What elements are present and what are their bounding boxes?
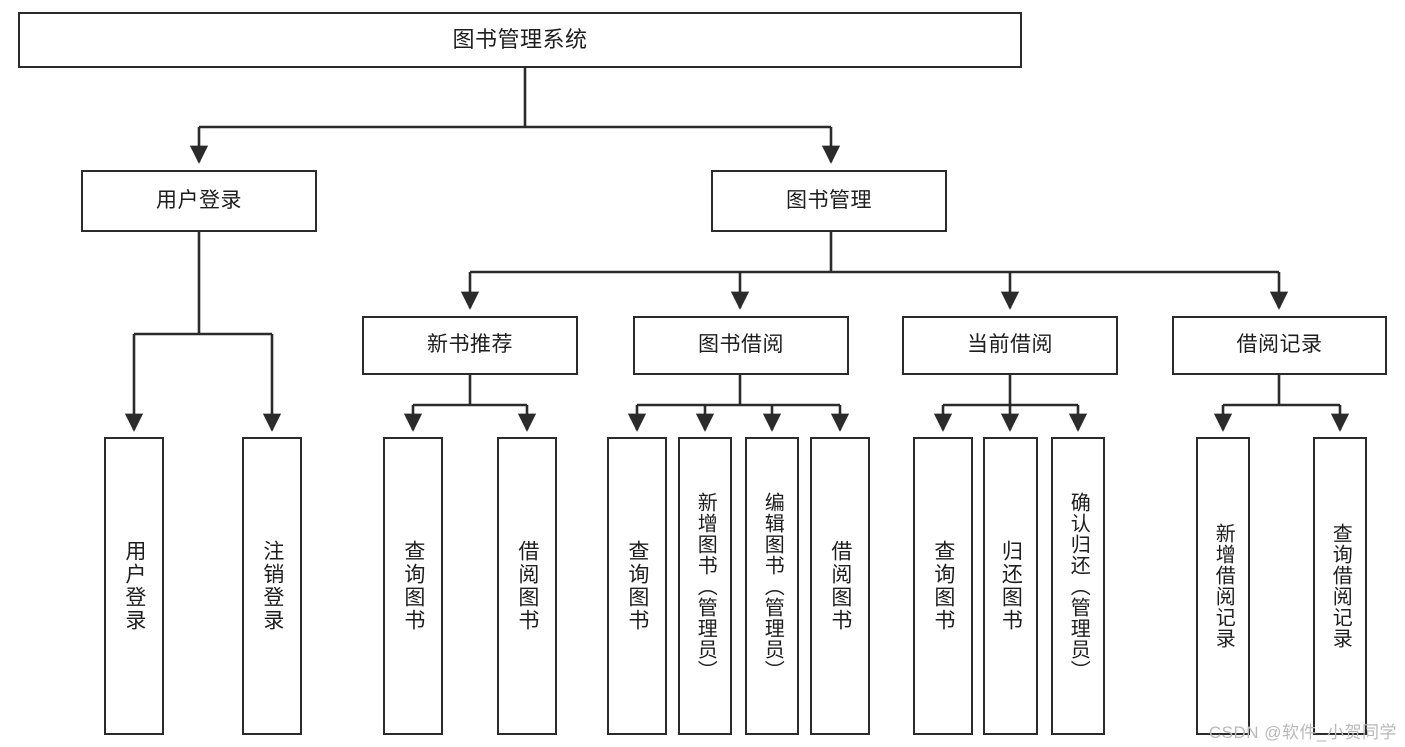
node-label: 借阅图书: [515, 540, 539, 632]
node-label: 图书管理系统: [452, 27, 588, 53]
leaf-borrow-record-add-record[interactable]: 新增借阅记录: [1196, 437, 1250, 735]
node-label: 确认归还（管理员）: [1067, 491, 1090, 681]
node-label: 查询图书: [931, 540, 955, 632]
node-label: 查询图书: [625, 540, 649, 632]
node-current-borrow[interactable]: 当前借阅: [902, 316, 1118, 375]
node-label: 新增图书（管理员）: [694, 491, 717, 681]
node-label: 新增借阅记录: [1212, 523, 1235, 649]
leaf-book-borrow-query-book[interactable]: 查询图书: [607, 437, 667, 735]
node-label: 归还图书: [999, 540, 1023, 632]
node-label: 新书推荐: [427, 333, 513, 357]
node-root-system[interactable]: 图书管理系统: [18, 12, 1022, 68]
node-label: 图书借阅: [698, 333, 784, 357]
leaf-user-login-logout[interactable]: 注销登录: [242, 437, 302, 735]
leaf-new-book-borrow-book[interactable]: 借阅图书: [497, 437, 557, 735]
leaf-current-borrow-return-book[interactable]: 归还图书: [983, 437, 1038, 735]
csdn-watermark: CSDN @软件_小贺同学: [1208, 723, 1397, 742]
node-label: 用户登录: [122, 540, 146, 632]
node-book-management[interactable]: 图书管理: [711, 170, 947, 232]
node-label: 编辑图书（管理员）: [761, 491, 784, 681]
leaf-current-borrow-confirm-return-admin[interactable]: 确认归还（管理员）: [1051, 437, 1105, 735]
node-label: 借阅图书: [828, 540, 852, 632]
node-label: 当前借阅: [967, 333, 1053, 357]
leaf-user-login-login[interactable]: 用户登录: [104, 437, 164, 735]
leaf-current-borrow-query-book[interactable]: 查询图书: [913, 437, 973, 735]
node-user-login[interactable]: 用户登录: [81, 170, 317, 232]
node-label: 查询图书: [401, 540, 425, 632]
node-label: 用户登录: [156, 188, 242, 212]
node-label: 借阅记录: [1236, 333, 1323, 357]
node-new-book-recommend[interactable]: 新书推荐: [362, 316, 578, 375]
leaf-new-book-query-book[interactable]: 查询图书: [383, 437, 443, 735]
node-label: 查询借阅记录: [1329, 523, 1352, 649]
node-label: 注销登录: [260, 540, 284, 632]
node-label: 图书管理: [786, 188, 872, 212]
leaf-book-borrow-borrow-book[interactable]: 借阅图书: [810, 437, 870, 735]
leaf-book-borrow-add-book-admin[interactable]: 新增图书（管理员）: [678, 437, 732, 735]
leaf-book-borrow-edit-book-admin[interactable]: 编辑图书（管理员）: [745, 437, 799, 735]
node-borrow-record[interactable]: 借阅记录: [1172, 316, 1387, 375]
node-book-borrow[interactable]: 图书借阅: [633, 316, 849, 375]
leaf-borrow-record-query-record[interactable]: 查询借阅记录: [1313, 437, 1367, 735]
